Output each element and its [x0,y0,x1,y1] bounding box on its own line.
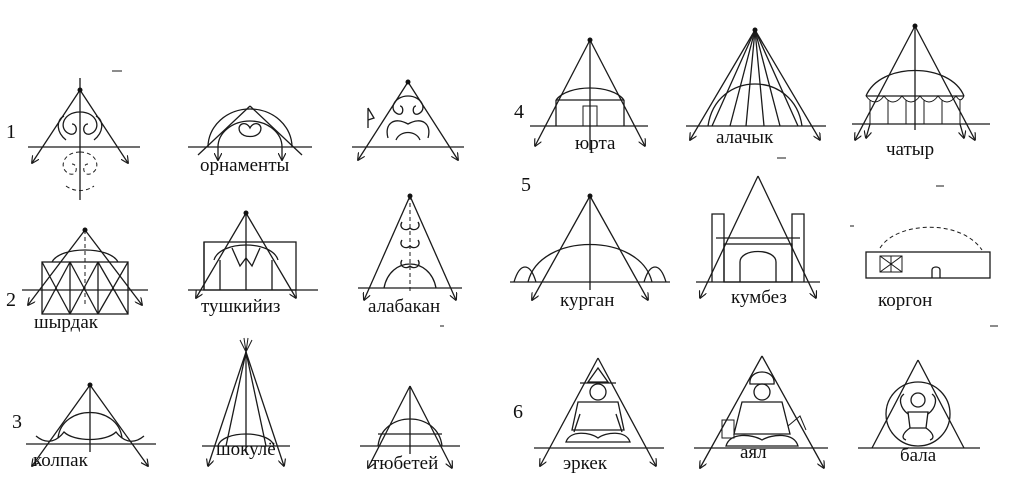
row-number-1: 1 [6,121,16,143]
stray-marks [112,70,998,327]
yurta-sketch [530,37,648,150]
label-alabakan: алабакан [368,296,441,317]
shokulyo-sketch [202,337,290,466]
kolpak-sketch [26,382,156,467]
label-kumbez: кумбез [731,287,787,308]
erkek-sketch [534,357,664,466]
label-alachyk: алачык [716,127,774,148]
ornament-sketch-2 [188,105,312,160]
kurgan-sketch [510,193,670,301]
chatyr-sketch [852,23,990,141]
label-shokulyo: шокулё [216,439,276,460]
label-bala: бала [900,445,937,466]
label-ayal: аял [740,442,767,463]
kumbez-sketch [696,175,820,298]
label-yurta: юрта [575,133,616,154]
tyubetey-sketch [360,385,460,468]
label-chatyr: чатыр [886,139,935,160]
label-tushkiyiz: тушкийиз [201,296,281,317]
row-number-6: 6 [513,401,523,423]
ornament-sketch-3 [352,79,464,161]
shyrdak-sketch [22,227,148,315]
ayal-sketch [694,355,828,468]
tushkiyiz-sketch [188,210,318,299]
row-number-5: 5 [521,174,531,196]
label-kurgan: курган [560,290,615,311]
alabakan-sketch [358,193,462,301]
label-kolpak: колпак [33,450,88,471]
row-number-4: 4 [514,101,524,123]
label-shyrdak: шырдак [34,312,98,333]
label-ornaments: орнаменты [200,155,290,176]
label-erkek: эркек [563,453,608,474]
row-number-2: 2 [6,289,16,311]
label-tyubetey: тюбетей [371,453,439,474]
row-number-3: 3 [12,411,22,433]
bala-sketch [858,359,980,449]
korgon-sketch [865,226,991,279]
label-korgon: коргон [878,290,933,311]
alachyk-sketch [686,27,826,141]
ornament-sketch-1 [28,78,140,200]
